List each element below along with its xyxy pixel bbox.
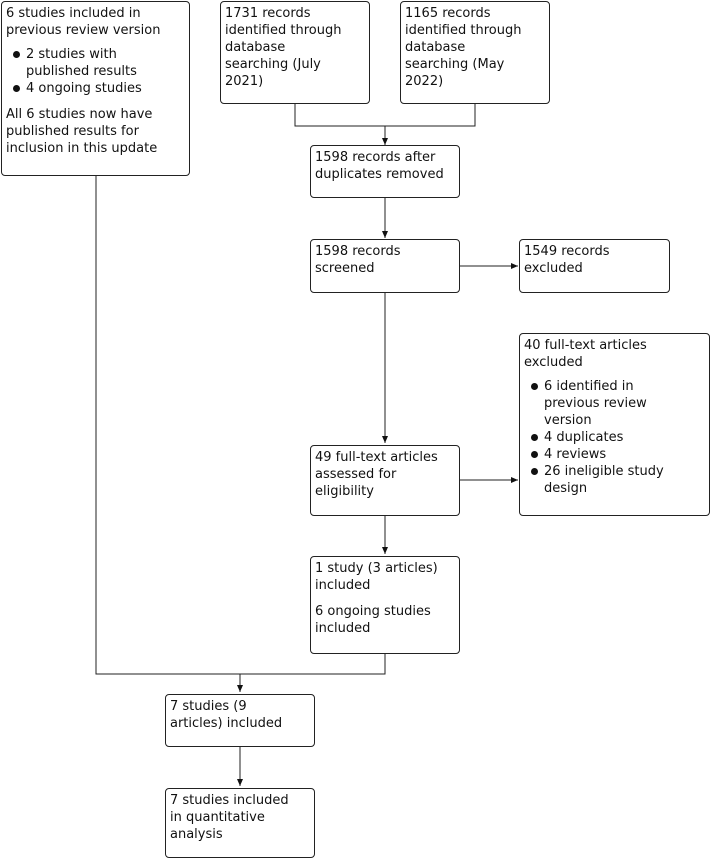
new-included-box: 1 study (3 articles) included 6 ongoing …: [310, 556, 460, 654]
previous-review-bullet-list: 2 studies with published results 4 ongoi…: [6, 46, 185, 97]
bullet-dot-icon: [531, 383, 538, 390]
exclusion-reason-item: 26 ineligible study design: [531, 463, 705, 497]
new-included-studies: 1 study (3 articles) included: [315, 561, 438, 593]
exclusion-reason-item: 4 duplicates: [531, 429, 705, 446]
previous-review-title: 6 studies included in previous review ve…: [6, 6, 161, 38]
search-2022-box: 1165 records identified through database…: [400, 1, 550, 104]
exclusion-reason-item: 4 reviews: [531, 446, 705, 463]
bullet-dot-icon: [531, 468, 538, 475]
previous-review-box: 6 studies included in previous review ve…: [1, 1, 190, 176]
fulltext-assessed-box: 49 full-text articles assessed for eligi…: [310, 445, 460, 516]
bullet-dot-icon: [13, 85, 20, 92]
bullet-dot-icon: [13, 51, 20, 58]
exclusion-reasons-list: 6 identified in previous review version …: [524, 378, 705, 497]
previous-review-note: All 6 studies now have published results…: [6, 107, 158, 156]
records-excluded-box: 1549 records excluded: [519, 239, 670, 293]
exclusion-reason-item: 6 identified in previous review version: [531, 378, 705, 429]
merge-connector-searches: [294, 104, 476, 127]
search-2021-box: 1731 records identified through database…: [220, 1, 370, 104]
ongoing-studies-included: 6 ongoing studies included: [315, 604, 431, 636]
bullet-dot-icon: [531, 451, 538, 458]
previous-review-bullet-item: 2 studies with published results: [13, 46, 185, 80]
fulltext-excluded-title: 40 full-text articles excluded: [524, 338, 647, 370]
total-included-box: 7 studies (9 articles) included: [165, 694, 315, 747]
bullet-dot-icon: [531, 434, 538, 441]
after-duplicates-box: 1598 records after duplicates removed: [310, 145, 460, 198]
fulltext-excluded-box: 40 full-text articles excluded 6 identif…: [519, 333, 710, 516]
previous-review-bullet-item: 4 ongoing studies: [13, 80, 185, 97]
quantitative-analysis-box: 7 studies included in quantitative analy…: [165, 788, 315, 858]
screened-box: 1598 records screened: [310, 239, 460, 293]
